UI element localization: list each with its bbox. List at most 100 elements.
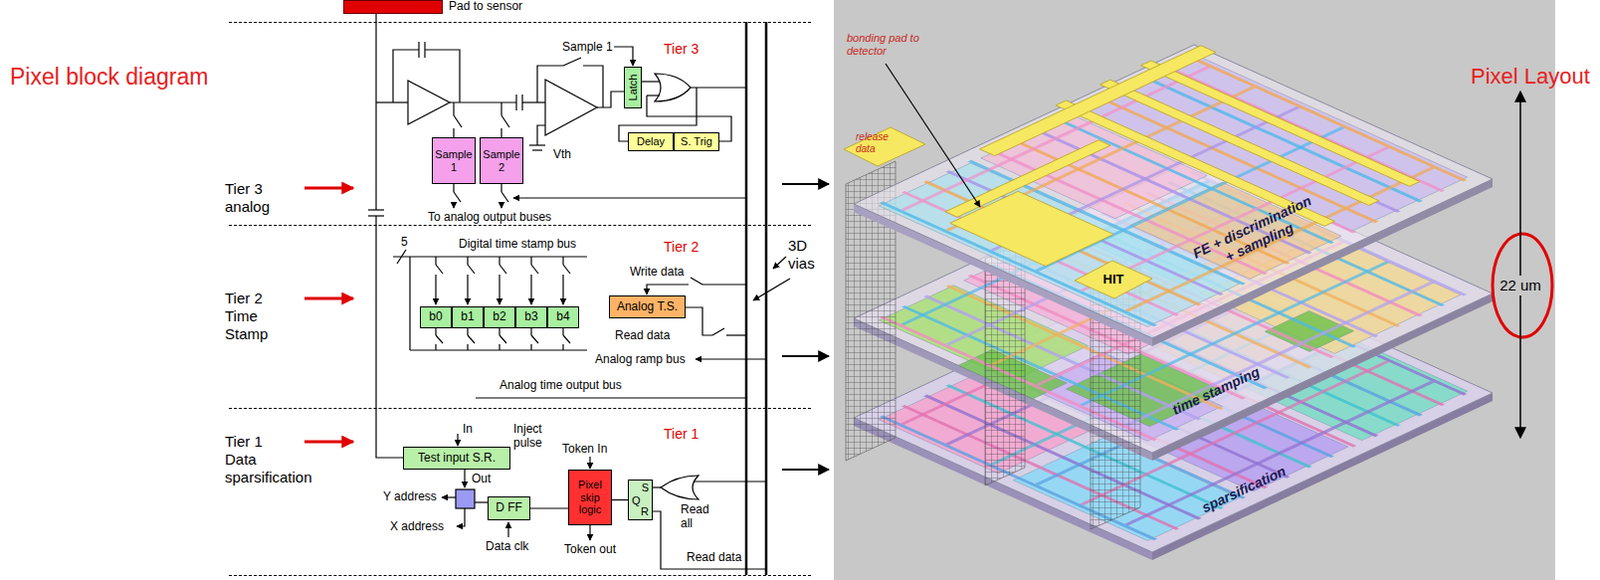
drawing-path [304, 440, 354, 444]
drawing-polygon [923, 181, 1202, 307]
drawing-path [702, 283, 747, 285]
drawing-polygon [1130, 182, 1342, 279]
drawing-polygon [1124, 167, 1434, 313]
drawing-path [690, 86, 747, 88]
box-label: b0 [428, 310, 442, 325]
bus-name: To analog output buses [427, 209, 552, 224]
bus-name: Analog ramp bus [595, 352, 686, 367]
drawing-path [563, 335, 571, 344]
drawing-path [654, 73, 691, 102]
drawing-path [690, 277, 703, 285]
drawing-polygon [1100, 97, 1379, 223]
drawing-g [368, 13, 791, 576]
sample-box: Sample 1 [431, 137, 476, 185]
drawing-path [562, 344, 564, 351]
drawing-path [452, 102, 454, 116]
signal-name: Read data [614, 328, 670, 343]
drawing-path [530, 328, 532, 336]
drawing-path [685, 307, 713, 336]
drawing-path [417, 41, 419, 58]
drawing-path [507, 522, 509, 538]
timestamp-box: Analog T.S. [608, 295, 686, 319]
drawing-path [513, 197, 747, 199]
signal-name: Token In [562, 441, 607, 456]
drawing-polygon [1100, 79, 1380, 205]
drawing-path [753, 278, 791, 301]
switch-label: Sample 1 [562, 39, 613, 54]
dimension-label: 22 um [1497, 275, 1544, 296]
drawing-path [304, 187, 354, 191]
drawing-path [522, 101, 546, 103]
drawing-path [467, 335, 475, 344]
drawing-path [693, 480, 767, 482]
drawing-path [782, 183, 829, 186]
bus-name: Digital time stamp bus [458, 236, 577, 251]
drawing-path [467, 264, 475, 274]
drawing-path [498, 256, 500, 265]
drawing-path [562, 328, 564, 336]
drawing-path [376, 101, 408, 103]
drawing-path [885, 63, 981, 207]
drawing-path [449, 101, 517, 103]
drawing-path [408, 256, 410, 351]
drawing-polygon [843, 127, 926, 167]
tier-caption: Tier 3 analog [224, 180, 287, 216]
signal-name: Out [471, 471, 491, 486]
drawing-path [435, 264, 443, 274]
drawing-path [452, 128, 454, 138]
drawing-path [434, 328, 436, 336]
box-label: b2 [492, 310, 506, 325]
drawing-path [712, 328, 725, 336]
drawing-path [765, 21, 769, 576]
shift-register-box: Test input S.R. [402, 446, 511, 470]
drawing-path [530, 256, 532, 265]
drawing-path [515, 94, 517, 111]
box-label: Delay [636, 135, 665, 149]
signal-name: Write data [629, 264, 684, 279]
drawing-polygon [901, 191, 1180, 317]
drawing-polygon [980, 45, 1216, 157]
drawing-path [646, 94, 660, 96]
drawing-path [434, 274, 436, 305]
drawing-path [453, 192, 461, 202]
wire-connector [530, 507, 569, 509]
drawing-path [500, 184, 502, 193]
drawing-path [530, 344, 532, 351]
drawing-path [660, 475, 699, 500]
signal-name: Read data [686, 550, 742, 565]
drawing-path [456, 433, 458, 446]
drawing-path [466, 328, 468, 336]
drawing-g [782, 184, 829, 470]
drawing-path [499, 335, 507, 344]
drawing-path [452, 184, 454, 193]
drawing-path [652, 511, 767, 570]
flipflop-box: D FF [487, 496, 531, 521]
via-callout: 3D vias [788, 236, 828, 273]
drawing-polygon [1141, 60, 1420, 187]
drawing-path [726, 334, 747, 336]
drawing-path [652, 486, 661, 488]
drawing-path [782, 355, 829, 358]
drawing-path [613, 46, 633, 66]
drawing-polygon [1144, 77, 1423, 203]
signal-name: In [462, 421, 473, 436]
drawing-path [646, 284, 689, 295]
signal-name: Inject pulse [513, 421, 554, 451]
drawing-g [304, 188, 354, 442]
box-label: b3 [524, 310, 538, 325]
drawing-path [562, 256, 564, 265]
drawing-path [500, 102, 502, 116]
signal-name: Read all [680, 502, 713, 532]
drawing-path [589, 525, 591, 541]
drawing-rect [833, 0, 1556, 580]
drawing-path [435, 335, 443, 344]
sr-latch-box: QSR [627, 479, 653, 521]
drawing-path [773, 256, 787, 269]
signal-name: Token out [564, 542, 616, 557]
drawing-path [563, 264, 571, 274]
drawing-path [641, 80, 659, 82]
drawing-path [745, 21, 749, 576]
drawing-path [531, 335, 539, 344]
drawing-path [498, 328, 500, 336]
drawing-path [563, 57, 582, 66]
